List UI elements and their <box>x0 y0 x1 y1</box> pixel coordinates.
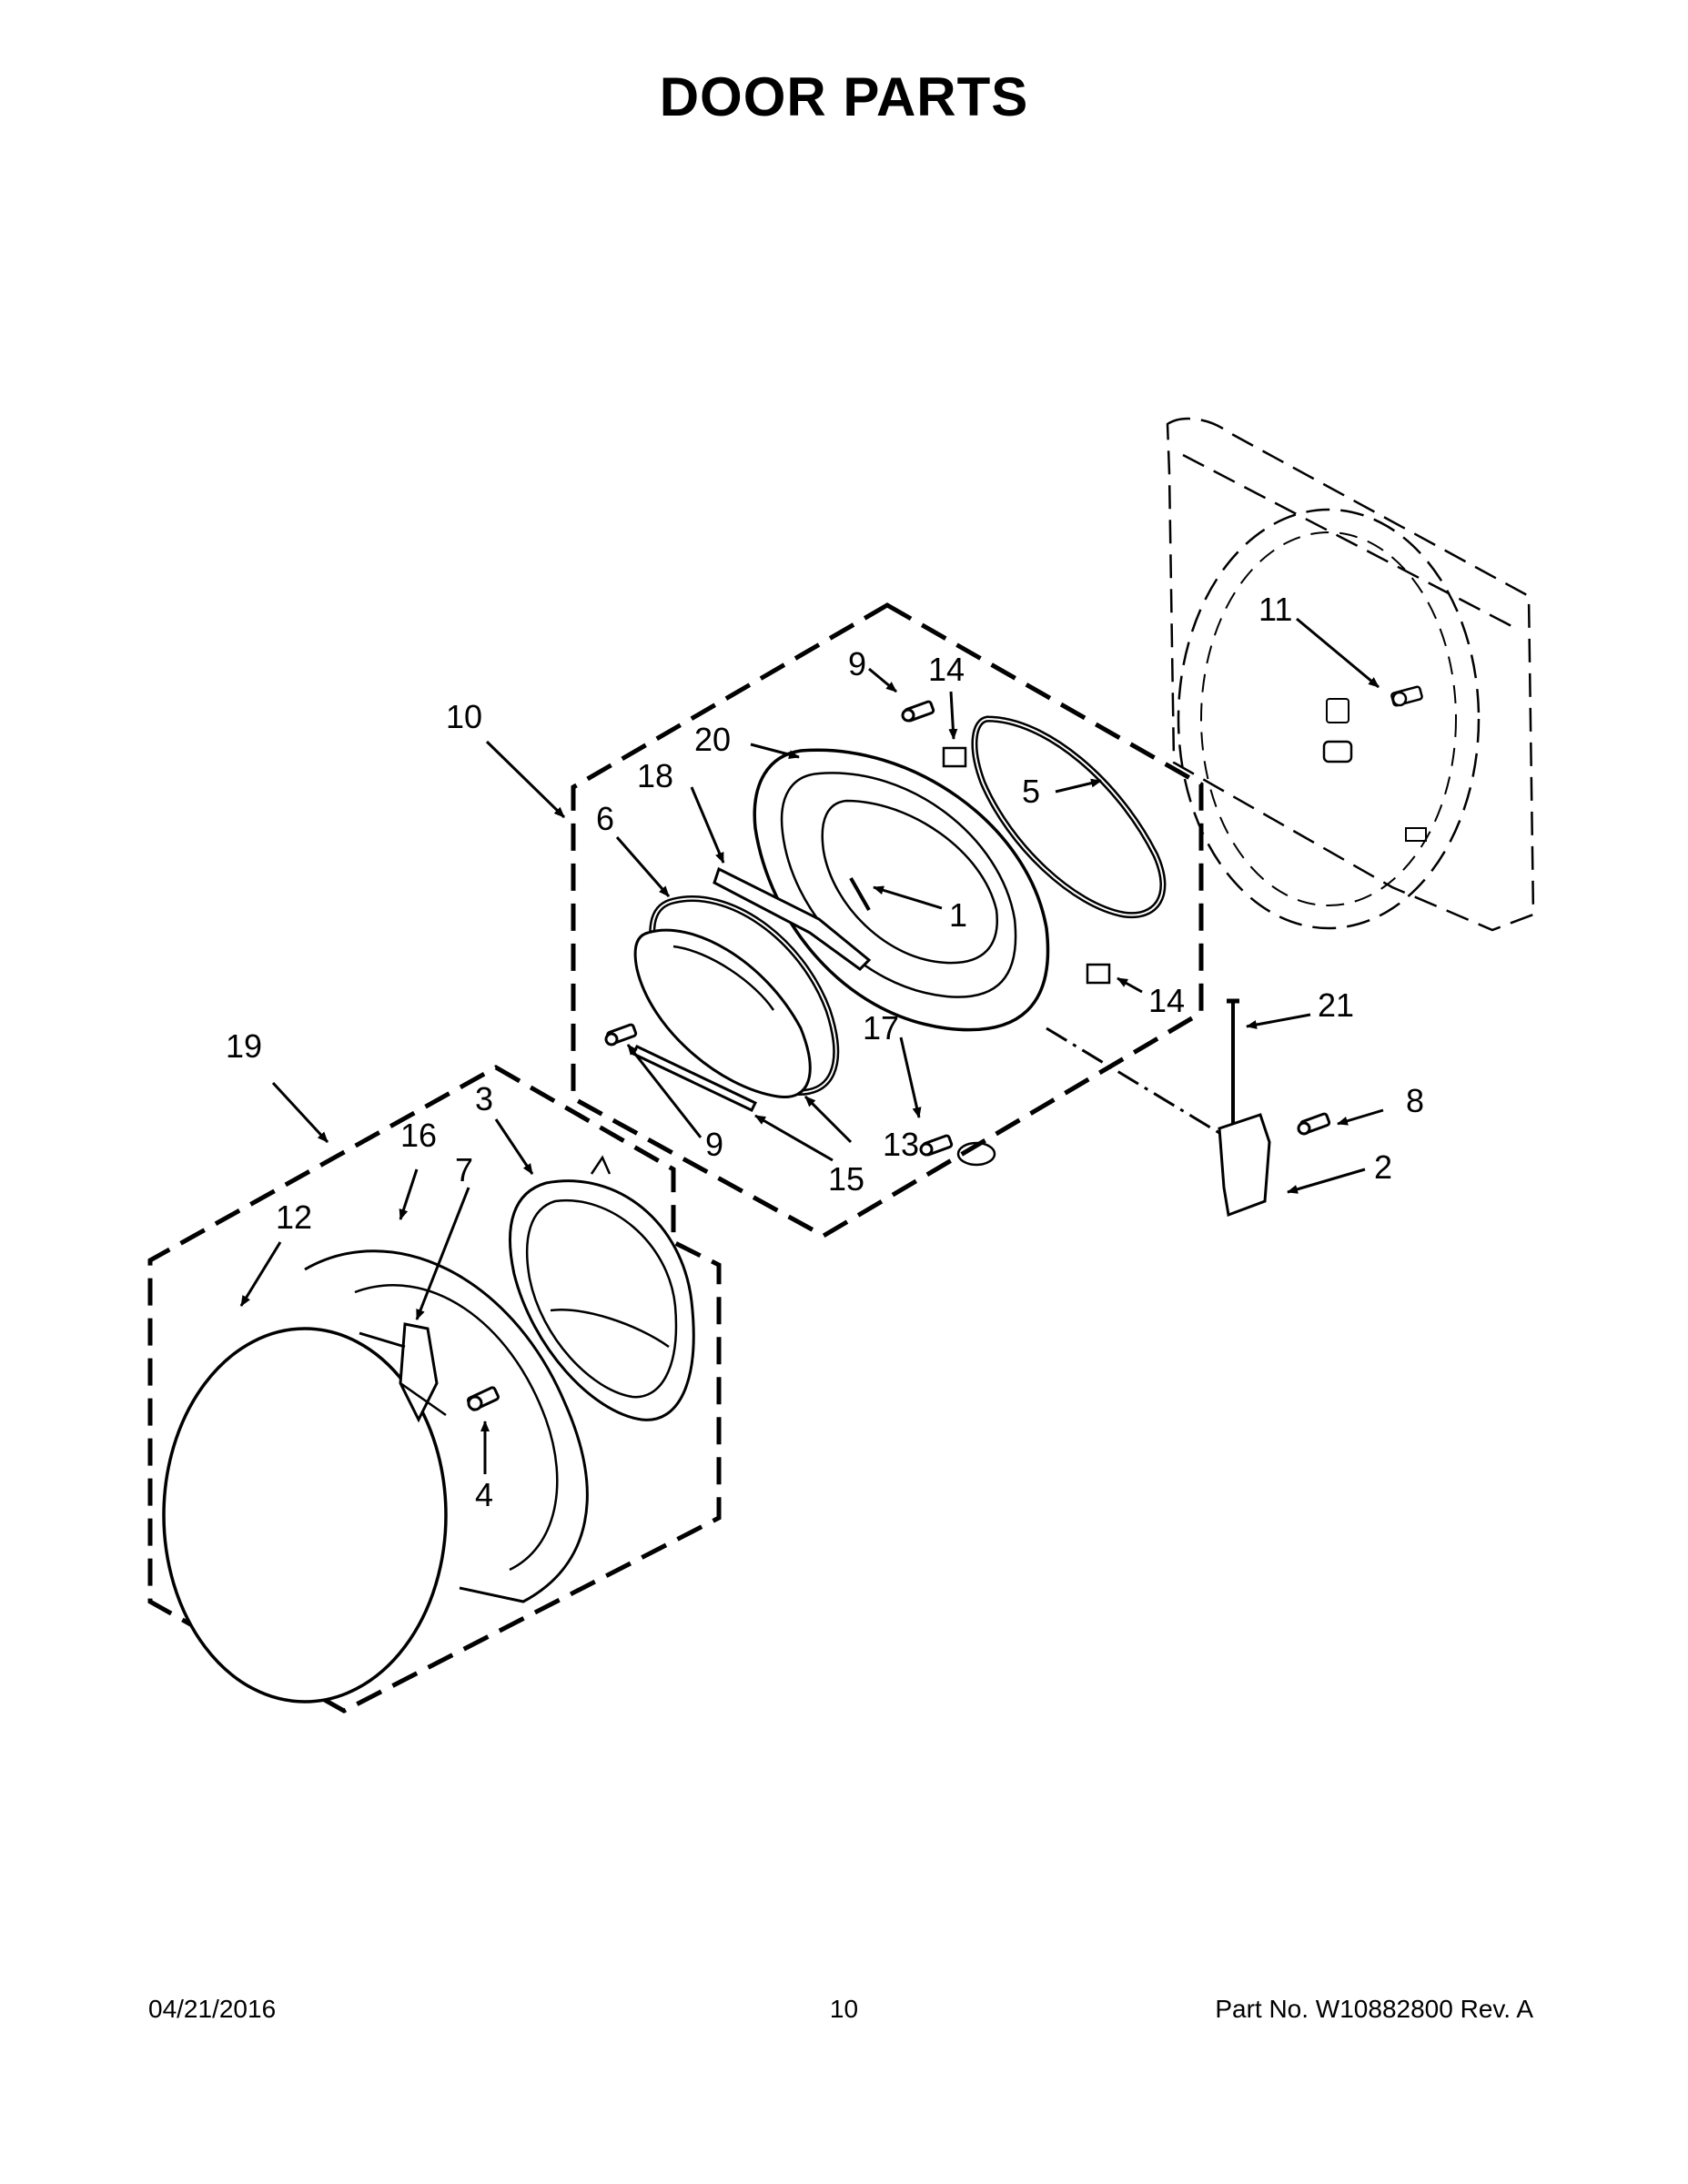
part-label-10: 10 <box>446 698 482 735</box>
part-label-17: 17 <box>863 1009 899 1046</box>
part-label-11: 11 <box>1258 591 1292 628</box>
part-label-7: 7 <box>455 1151 473 1188</box>
part-label-5: 5 <box>1022 773 1040 810</box>
footer-part-number: Part No. W10882800 Rev. A <box>1215 1995 1533 2023</box>
part-label-18: 18 <box>637 757 673 794</box>
footer-page-number: 10 <box>829 1995 859 2023</box>
part-label-15: 15 <box>828 1160 864 1198</box>
page-title: DOOR PARTS <box>659 66 1029 127</box>
part-label-14-right: 14 <box>1148 982 1185 1019</box>
inner-door-group-outline <box>571 602 1204 1239</box>
part-label-3: 3 <box>475 1080 493 1117</box>
screw-11 <box>1390 685 1423 707</box>
part-label-16: 16 <box>400 1117 437 1154</box>
screw-4 <box>467 1386 500 1411</box>
part-label-21: 21 <box>1318 986 1354 1024</box>
hinge-parts <box>1218 998 1331 1218</box>
leader-lines <box>239 617 1384 1474</box>
part-label-6: 6 <box>596 800 614 837</box>
screw-17 <box>919 1134 954 1157</box>
door-latch-strike <box>1322 740 1353 763</box>
part-label-20: 20 <box>694 721 731 758</box>
cabinet-front-panel <box>1166 417 1535 932</box>
inner-door-parts <box>604 700 1167 1167</box>
outer-door-parts <box>162 1155 695 1704</box>
part-label-14-top: 14 <box>928 651 965 688</box>
part-label-19: 19 <box>226 1027 262 1065</box>
footer-date: 04/21/2016 <box>148 1995 277 2023</box>
part-label-12: 12 <box>276 1198 312 1236</box>
part-label-9-left: 9 <box>705 1126 723 1163</box>
screw-9-left <box>604 1023 638 1046</box>
outer-door-group-outline <box>147 1065 722 1714</box>
part-label-9-top: 9 <box>848 645 866 682</box>
hinge-2 <box>1218 1113 1271 1218</box>
part-label-4: 4 <box>475 1476 493 1513</box>
clip-14-top <box>942 746 967 768</box>
hinge-alignment-line <box>1046 1026 1220 1135</box>
clip-14-right <box>1086 963 1111 985</box>
part-label-8: 8 <box>1406 1082 1424 1119</box>
part-label-13: 13 <box>883 1126 919 1163</box>
part-label-2: 2 <box>1374 1148 1392 1186</box>
outer-door-front <box>162 1327 448 1704</box>
part-label-1: 1 <box>949 896 967 934</box>
screw-9-top <box>901 700 935 723</box>
screw-8 <box>1297 1112 1331 1136</box>
